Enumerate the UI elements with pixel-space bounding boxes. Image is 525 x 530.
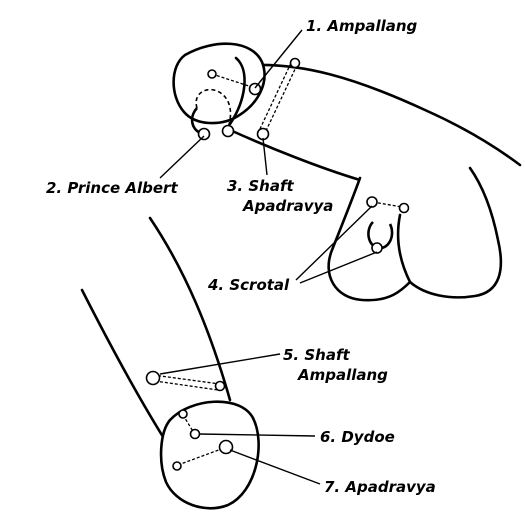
label-dydoe: 6. Dydoe: [320, 428, 395, 446]
scrotal-ring-ball: [371, 242, 383, 254]
label-scrotal: 4. Scrotal: [207, 276, 290, 294]
labels: 1. Ampallang 2. Prince Albert 3. Shaft A…: [46, 17, 436, 496]
ampallang-ball-back: [207, 69, 217, 79]
leader-shaft-ampallang: [159, 353, 281, 375]
scrotum-outline: [327, 166, 503, 302]
scrotal-ball-top: [366, 196, 378, 208]
label-shaft-apadravya-1: 3. Shaft: [227, 177, 294, 195]
upper-glans-outline: [172, 42, 266, 125]
apadravya-ball-back: [172, 461, 182, 471]
scrotal-ball-side: [398, 202, 410, 214]
ampallang-ball: [248, 82, 262, 96]
prince-albert-ring-hidden: [195, 88, 232, 129]
leader-dydoe: [198, 433, 316, 437]
upper-shaft-top-edge: [238, 63, 522, 167]
prince-albert-ball: [197, 127, 211, 141]
lower-shaft-right-edge: [148, 216, 232, 402]
corona-ridge: [228, 56, 246, 126]
apadravya-bar: [177, 447, 225, 466]
dydoe-ball: [189, 428, 201, 440]
shaft-apadravya-ball: [256, 127, 270, 141]
lower-figure: [80, 216, 260, 510]
shaft-apadravya-ball-top: [289, 57, 301, 69]
shaft-ampallang-ball: [145, 370, 161, 386]
label-shaft-apadravya-2: Apadravya: [242, 197, 333, 215]
leader-lines: [159, 29, 378, 485]
leader-scrotal-bottom: [299, 251, 378, 284]
shaft-ampallang-bar-2: [154, 380, 219, 391]
label-ampallang: 1. Ampallang: [306, 17, 418, 35]
label-shaft-ampallang-1: 5. Shaft: [283, 346, 350, 364]
upper-figure: [172, 42, 522, 302]
prince-albert-ball-2: [221, 124, 235, 138]
shaft-ampallang-ball-back: [214, 380, 226, 392]
shaft-apadravya-bar: [264, 64, 298, 134]
leader-prince-albert: [159, 135, 205, 179]
leader-ampallang: [254, 29, 303, 89]
shaft-apadravya-bar-2: [258, 62, 292, 132]
leader-apadravya: [229, 449, 321, 485]
leader-shaft-apadravya: [262, 137, 268, 176]
dydoe-ball-top: [178, 409, 188, 419]
scrotum-divide: [396, 213, 412, 284]
label-prince-albert: 2. Prince Albert: [46, 179, 178, 197]
shaft-ampallang-bar: [152, 374, 221, 385]
lower-glans-outline: [159, 400, 260, 510]
ampallang-bar: [211, 73, 256, 89]
label-apadravya: 7. Apadravya: [324, 478, 436, 496]
apadravya-ball: [218, 439, 234, 455]
label-shaft-ampallang-2: Ampallang: [297, 366, 388, 384]
leader-scrotal-top: [295, 205, 373, 281]
